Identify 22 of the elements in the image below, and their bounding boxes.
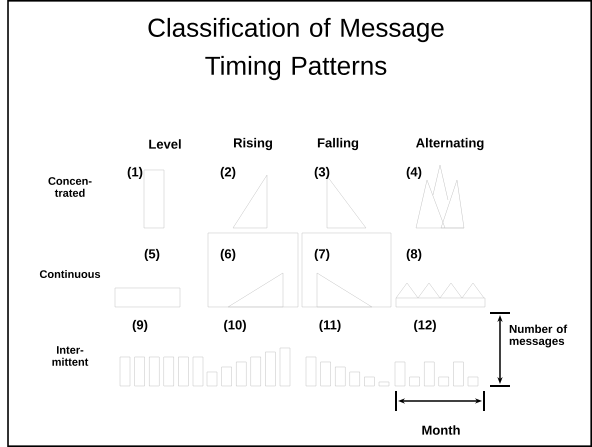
pattern-number: (10) (224, 320, 246, 332)
pattern-number: (9) (132, 320, 148, 332)
pattern-number: (1) (128, 166, 142, 180)
row-label: Continuous (40, 270, 100, 278)
pattern-number: (2) (220, 166, 236, 180)
axis-label: Month (422, 425, 460, 435)
title: Classification of Message Timing Patterns (148, 18, 444, 80)
pattern-number: (8) (406, 248, 422, 262)
pattern-number: (4) (406, 166, 422, 180)
column-header: Alternating (416, 138, 484, 150)
row-label: Inter- mittent (52, 346, 88, 366)
column-header: Rising (234, 138, 272, 150)
chart-panel: (6) (208, 232, 298, 308)
column-header: Falling (318, 138, 358, 150)
axis-label: Number of messages (510, 324, 568, 348)
pattern-number: (3) (314, 166, 330, 180)
pattern-number: (11) (319, 320, 341, 332)
row-label: Concen- trated (48, 177, 92, 197)
chart-panel: (7) (302, 232, 392, 308)
pattern-number: (12) (414, 320, 436, 332)
column-header: Level (149, 139, 181, 149)
pattern-number: (5) (144, 248, 160, 262)
